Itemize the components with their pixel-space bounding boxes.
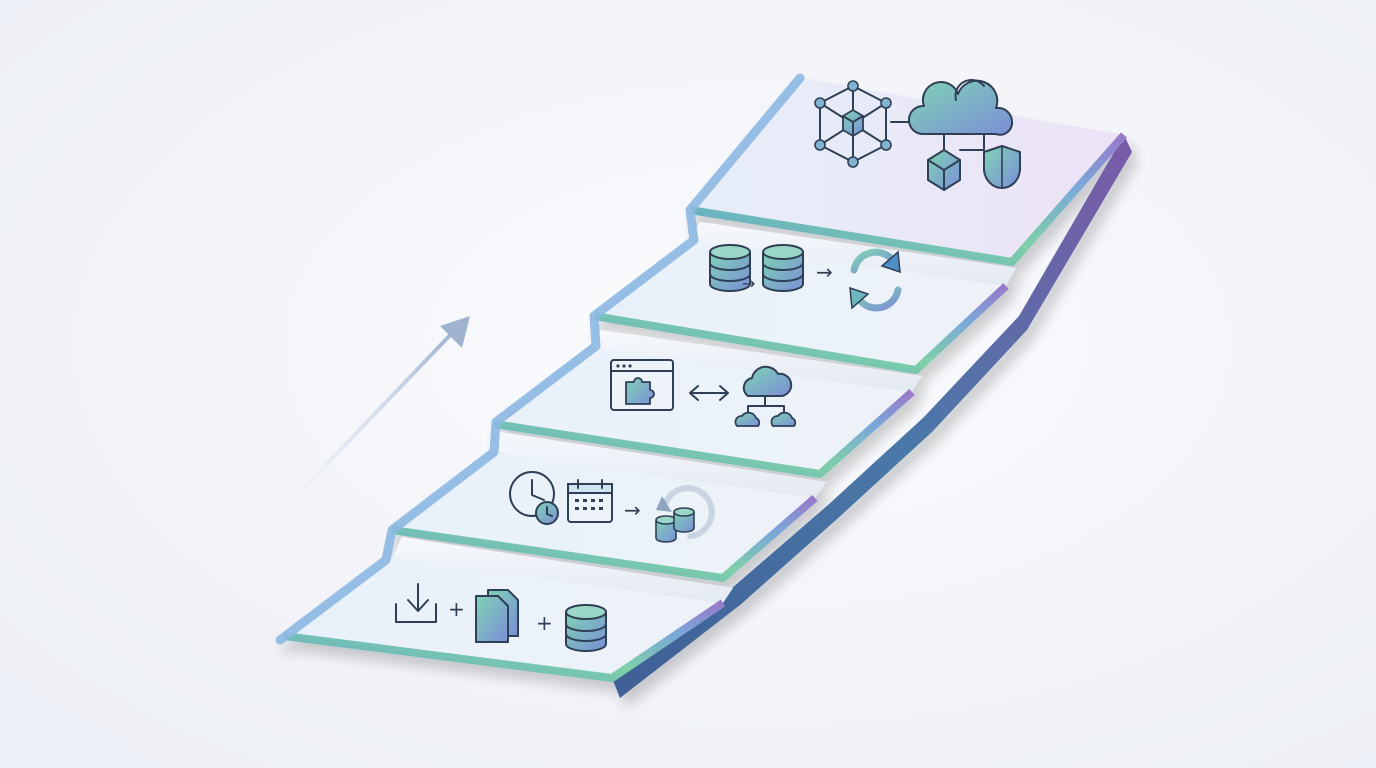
calendar-icon [567, 479, 613, 523]
staircase [275, 73, 1132, 698]
database-restore-icon [655, 485, 715, 543]
step-3-icons [610, 359, 797, 427]
arrow-connector-step2: → [624, 498, 641, 522]
step-4 [593, 222, 1016, 374]
trend-arrow [276, 316, 470, 517]
database-icon [565, 604, 607, 652]
cloud-network-icon [734, 365, 797, 427]
browser-plugin-icon [610, 359, 674, 411]
shield-icon [983, 145, 1021, 190]
double-arrow-icon [689, 385, 729, 401]
clock-icon [509, 471, 559, 525]
database-icon-left [709, 244, 751, 292]
step-2-icons: → [509, 471, 715, 543]
cloud-icon [907, 79, 1014, 136]
arrow-connector-step4-b: → [816, 260, 833, 284]
step-1-icons: + + [395, 583, 607, 652]
stair-left-rim [275, 73, 805, 645]
network-mesh-icon [814, 80, 913, 168]
cloud-connector-lines [943, 133, 985, 151]
download-icon [395, 583, 437, 623]
step-5 [689, 78, 1128, 266]
arrow-connector-step4-a: → [742, 274, 755, 293]
plus-connector-1: + [448, 597, 465, 621]
step-4-icons: → → [709, 244, 902, 312]
sync-icon [849, 248, 902, 312]
database-icon-right [762, 244, 804, 292]
cube-icon [927, 149, 961, 191]
step-5-icons [814, 79, 1021, 191]
plus-connector-2: + [536, 611, 553, 635]
step-3 [493, 330, 922, 478]
documents-icon [475, 589, 519, 643]
